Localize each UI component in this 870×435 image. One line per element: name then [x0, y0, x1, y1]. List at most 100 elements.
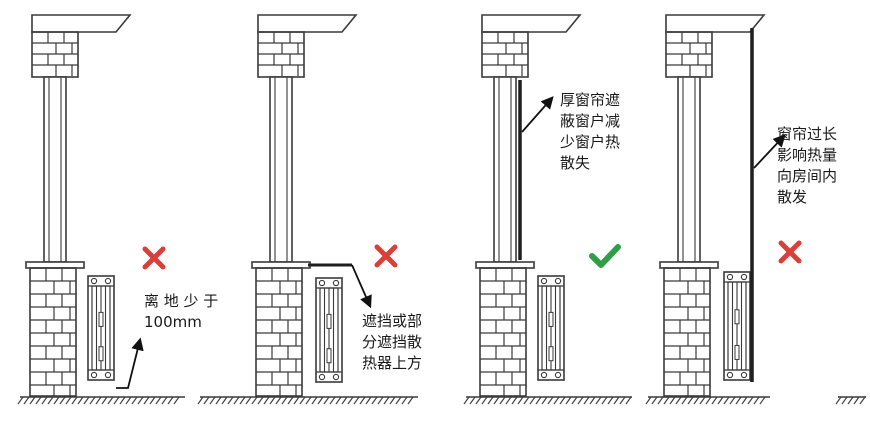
ground-hatch — [359, 396, 366, 405]
panel-1-cross-icon — [142, 246, 166, 270]
ground-hatch — [505, 396, 512, 405]
ground-hatch — [523, 396, 530, 405]
ground-hatch — [257, 396, 264, 405]
ground-hatch — [119, 396, 126, 405]
radiator-valve — [740, 371, 748, 379]
ground-hatch — [589, 396, 596, 405]
ground-hatch — [493, 396, 500, 405]
ground-hatch — [107, 396, 114, 405]
ground-hatch — [29, 396, 36, 405]
radiator — [723, 271, 751, 381]
ground-hatch — [663, 396, 670, 405]
ground-hatch — [239, 396, 246, 405]
ground-hatch — [481, 396, 488, 405]
ground-hatch — [305, 396, 312, 405]
ground-hatch — [535, 396, 542, 405]
ground-hatch — [859, 396, 866, 405]
ground-hatch — [613, 396, 620, 405]
cross-stroke — [374, 244, 398, 268]
ground-hatch — [281, 396, 288, 405]
ground-hatch — [263, 396, 270, 405]
panel-4-arrow — [753, 134, 786, 169]
window-frame — [493, 76, 517, 263]
ground-hatch — [113, 396, 120, 405]
panel-3 — [475, 14, 582, 397]
lower-brick-wall — [663, 267, 711, 397]
ground-hatch — [645, 396, 652, 405]
ground-hatch — [215, 396, 222, 405]
radiator-valve — [726, 273, 734, 281]
ground-hatch — [95, 396, 102, 405]
ground-hatch — [71, 396, 78, 405]
ground-hatch — [329, 396, 336, 405]
lintel-slab — [31, 14, 132, 33]
ground-hatch — [365, 396, 372, 405]
ground-hatch — [209, 396, 216, 405]
ground-hatch — [693, 396, 700, 405]
ground-hatch — [619, 396, 626, 405]
ground-hatch — [77, 396, 84, 405]
ground-hatch — [753, 396, 760, 405]
radiator-valve — [332, 279, 340, 287]
radiator — [315, 277, 343, 383]
radiator-valve — [540, 371, 548, 379]
ground-hatch — [395, 396, 402, 405]
panel-2-label: 遮挡或部 分遮挡散 热器上方 — [362, 312, 423, 372]
ground-hatch — [741, 396, 748, 405]
ground-hatch — [251, 396, 258, 405]
ground-hatch — [595, 396, 602, 405]
panel-4-cross-icon — [778, 240, 802, 264]
radiator-valve — [554, 371, 562, 379]
ground-hatch — [65, 396, 72, 405]
radiator-valve — [318, 373, 326, 381]
ground-hatch — [341, 396, 348, 405]
ground-hatch — [89, 396, 96, 405]
ground-hatch — [657, 396, 664, 405]
ground-hatch — [353, 396, 360, 405]
ground-hatch — [377, 396, 384, 405]
window-sill — [659, 261, 719, 269]
ground-hatch — [675, 396, 682, 405]
panel-2-arrow — [351, 264, 372, 309]
radiator-bracket — [548, 346, 554, 362]
ground-hatch — [293, 396, 300, 405]
panel-3-check-icon — [589, 244, 621, 268]
ground-hatch — [717, 396, 724, 405]
ground-hatch — [687, 396, 694, 405]
ground-hatch — [173, 396, 180, 405]
ground-hatch — [841, 396, 848, 405]
ground-hatch — [59, 396, 66, 405]
upper-brick-pier — [481, 31, 529, 78]
ground-hatch — [835, 396, 842, 405]
radiator-bracket — [326, 313, 332, 329]
ground-hatch — [143, 396, 150, 405]
window-sill — [25, 261, 85, 269]
ground-hatch — [389, 396, 396, 405]
ground-hatch — [499, 396, 506, 405]
ground-hatch — [245, 396, 252, 405]
panel-3-arrow — [521, 96, 554, 133]
ground-hatch — [601, 396, 608, 405]
lintel-slab — [257, 14, 358, 33]
ground-hatch — [23, 396, 30, 405]
ground-hatch — [167, 396, 174, 405]
ground-hatch — [541, 396, 548, 405]
ground-hatch — [383, 396, 390, 405]
radiator-valve — [104, 277, 112, 285]
ground-hatch — [161, 396, 168, 405]
ground-hatch — [729, 396, 736, 405]
brick-outline — [255, 267, 303, 397]
ground-hatch — [401, 396, 408, 405]
radiator — [537, 275, 565, 381]
ground-hatch — [547, 396, 554, 405]
panel-1-arrow — [116, 337, 144, 389]
radiator-valve — [90, 277, 98, 285]
ground-hatch — [529, 396, 536, 405]
callout-arrows — [116, 96, 786, 389]
ground-hatch — [681, 396, 688, 405]
lintel-slab — [665, 14, 766, 33]
ground-hatch — [53, 396, 60, 405]
ground-hatch — [583, 396, 590, 405]
radiator-bracket — [734, 344, 740, 360]
panel-1 — [25, 14, 132, 397]
